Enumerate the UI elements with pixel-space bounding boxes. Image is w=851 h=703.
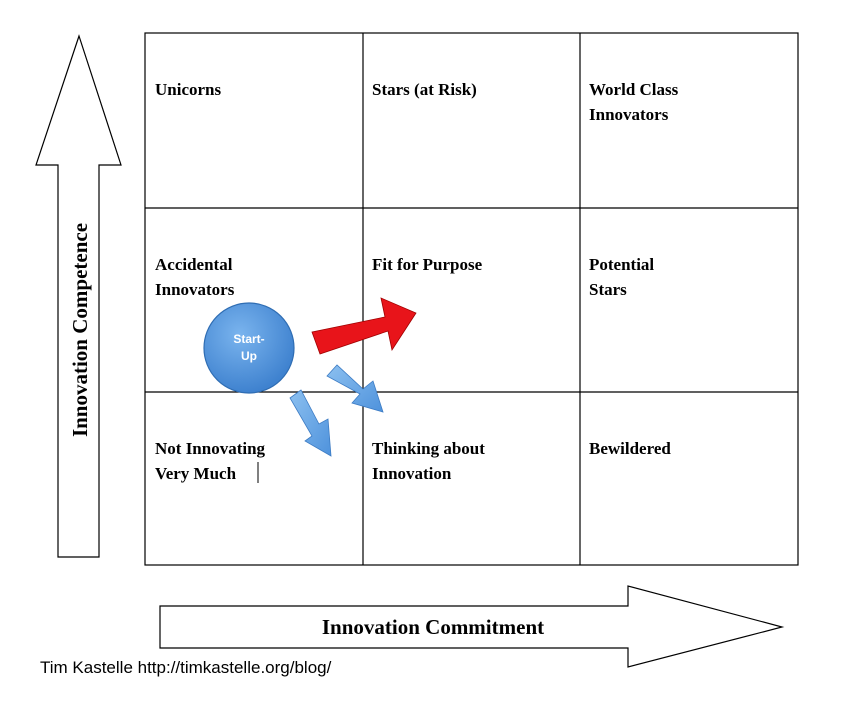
horizontal-arrow-shape — [159, 585, 785, 668]
cell-label-line: Accidental — [155, 255, 233, 274]
start-up-bubble: Start- Up — [203, 302, 295, 394]
cell-label-line: Unicorns — [155, 80, 222, 99]
blue-arrow-down — [289, 389, 332, 457]
matrix-grid — [144, 32, 799, 566]
red-arrow — [311, 297, 417, 355]
credit-text: Tim Kastelle http://timkastelle.org/blog… — [40, 658, 332, 677]
vertical-axis-arrow: Innovation Competence — [35, 34, 122, 558]
cell-fit-for-purpose: Fit for Purpose — [372, 255, 483, 274]
cell-label-line: Innovation — [372, 464, 452, 483]
bubble-label-line: Up — [241, 349, 257, 363]
vertical-arrow-shape — [35, 34, 122, 558]
cell-label-line: Fit for Purpose — [372, 255, 483, 274]
cell-label-line: Potential — [589, 255, 654, 274]
cell-label-line: Bewildered — [589, 439, 671, 458]
bubble-circle — [203, 302, 295, 394]
cell-label-line: Innovators — [155, 280, 235, 299]
bubble-label-line: Start- — [233, 332, 264, 346]
cell-not-innovating-very-much: Not Innovating Very Much — [155, 439, 266, 483]
horizontal-axis-label: Innovation Commitment — [322, 615, 544, 639]
blue-arrow-right — [326, 364, 384, 413]
cell-thinking-about-innovation: Thinking about Innovation — [372, 439, 485, 483]
cell-stars-at-risk: Stars (at Risk) — [372, 80, 477, 99]
cell-label-line: Very Much — [155, 464, 237, 483]
cell-bewildered: Bewildered — [589, 439, 671, 458]
cell-label-line: Thinking about — [372, 439, 485, 458]
cell-accidental-innovators: Accidental Innovators — [155, 255, 235, 299]
cell-label-line: Stars (at Risk) — [372, 80, 477, 99]
cell-label-line: Stars — [589, 280, 627, 299]
cell-unicorns: Unicorns — [155, 80, 222, 99]
cell-label-line: World Class — [589, 80, 679, 99]
vertical-axis-label: Innovation Competence — [68, 223, 92, 437]
cell-label-line: Innovators — [589, 105, 669, 124]
grid-outer-border — [144, 32, 799, 566]
cell-label-line: Not Innovating — [155, 439, 266, 458]
cell-potential-stars: Potential Stars — [589, 255, 654, 299]
horizontal-axis-arrow: Innovation Commitment — [159, 585, 785, 668]
cell-world-class-innovators: World Class Innovators — [589, 80, 679, 124]
